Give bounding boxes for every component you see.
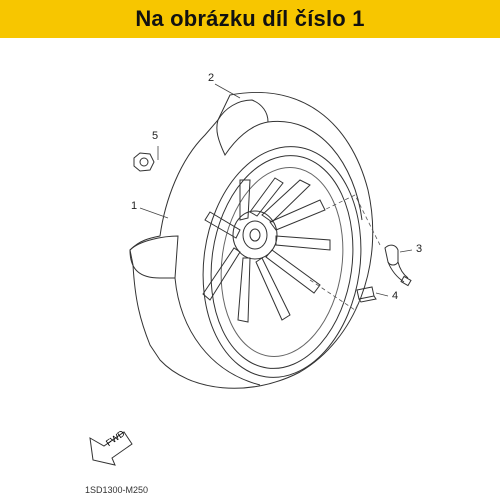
callout-1: 1 [131,200,138,212]
nut-part [133,152,155,172]
valve-part [384,244,412,287]
title-banner: Na obrázku díl číslo 1 [0,0,500,38]
fwd-arrow [89,431,133,466]
reference-dashed-lines [309,194,381,311]
balance-weight-part [356,286,377,303]
tire-part [129,91,374,389]
callout-2: 2 [208,72,215,84]
rim-part [202,146,362,378]
callout-5: 5 [152,130,159,142]
diagram-code: 1SD1300-M250 [85,485,149,495]
callout-4: 4 [392,290,399,302]
wheel-exploded-diagram [89,83,413,466]
banner-title: Na obrázku díl číslo 1 [135,6,365,31]
leader-lines [139,83,413,297]
callout-3: 3 [416,243,423,255]
